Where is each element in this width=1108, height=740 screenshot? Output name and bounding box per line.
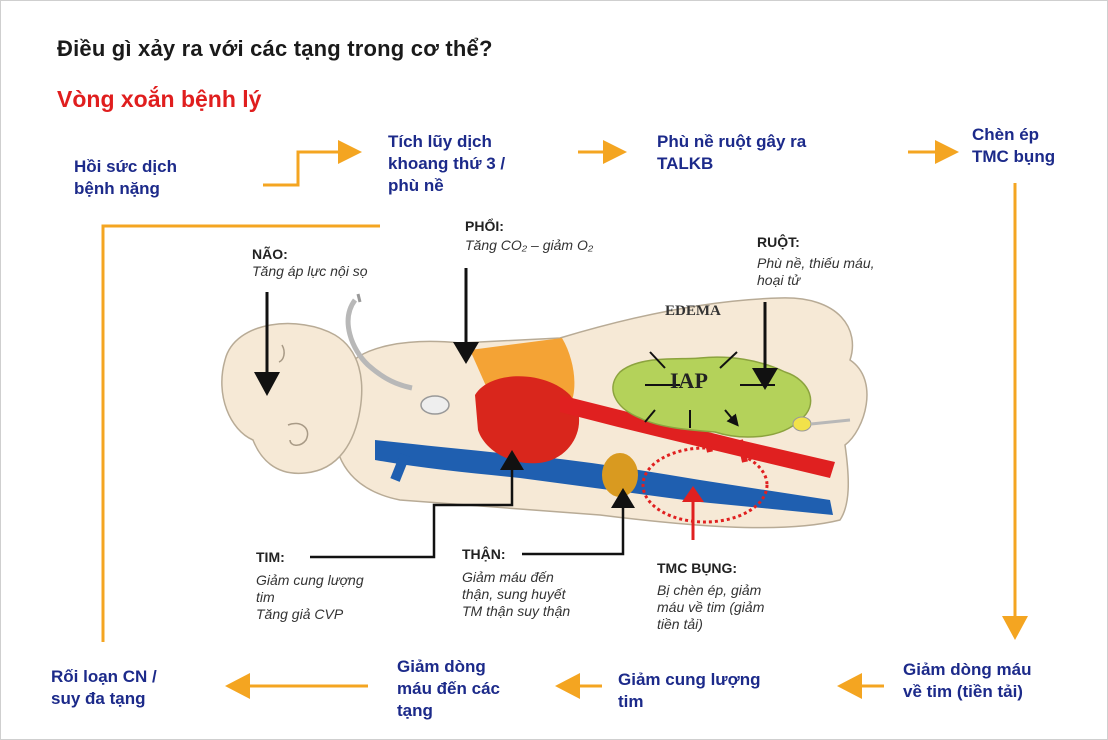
organ-heart-desc: Giảm cung lượng tim Tăng giả CVP xyxy=(256,572,364,623)
iap-label: IAP xyxy=(670,368,708,394)
step-arrow-2 xyxy=(578,140,627,164)
patient-illustration xyxy=(222,294,867,540)
organ-ivc-title: TMC BỤNG: xyxy=(657,560,737,576)
organ-brain-desc: Tăng áp lực nội sọ xyxy=(252,263,368,280)
step-arrow-1 xyxy=(263,140,362,185)
organ-ivc-desc: Bị chèn ép, giảm máu về tim (giảm tiền t… xyxy=(657,582,764,633)
step-arrow-5 xyxy=(837,673,884,699)
organ-kidney-desc: Giảm máu đến thận, sung huyết TM thận su… xyxy=(462,569,570,620)
step-arrow-4 xyxy=(1002,183,1028,640)
step-arrow-3 xyxy=(908,140,959,164)
kidney-shape xyxy=(602,453,638,497)
step-arrow-6 xyxy=(555,673,602,699)
organ-lung-title: PHỔI: xyxy=(465,218,504,234)
organ-lung-desc: Tăng CO₂ – giảm O₂ xyxy=(465,237,593,254)
organ-kidney-title: THẬN: xyxy=(462,546,506,562)
organ-brain-title: NÃO: xyxy=(252,246,288,262)
head-shape xyxy=(222,324,362,474)
edema-label: EDEMA xyxy=(665,303,721,320)
organ-heart-title: TIM: xyxy=(256,549,285,565)
organ-gut-desc: Phù nề, thiếu máu, hoại tử xyxy=(757,255,875,289)
organ-gut-title: RUỘT: xyxy=(757,234,800,250)
step-arrow-7 xyxy=(225,673,368,699)
